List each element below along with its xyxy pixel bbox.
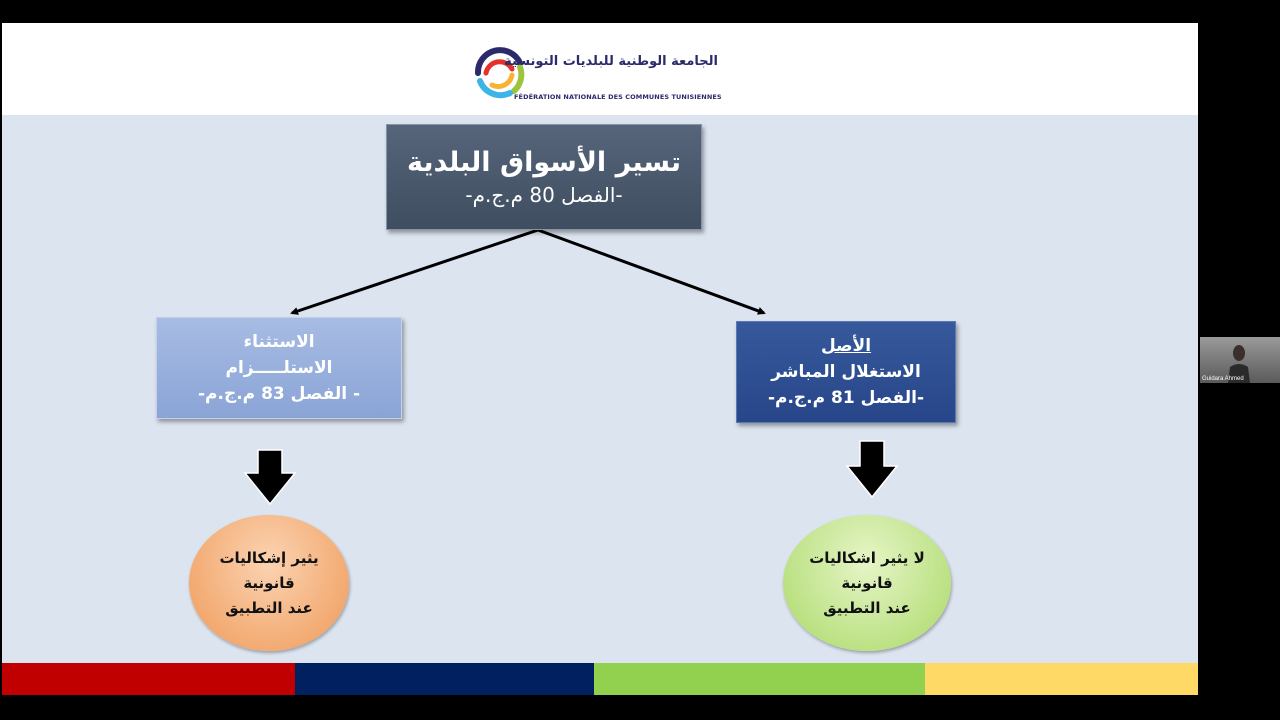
down-arrow-right-icon [845,440,899,499]
exception-line-2: الاستلـــــزام [225,358,333,378]
down-arrow-left-icon [243,449,297,506]
arrow-to-right-box [537,228,766,315]
principle-line-2: الاستغلال المباشر [771,362,921,382]
color-bar-yellow [925,663,1198,695]
exception-line-1: الاستثناء [243,332,315,352]
legal-issues-circle: يثير إشكاليات قانونية عند التطبيق [189,515,349,651]
legal-issues-line-3: عند التطبيق [225,598,313,617]
footer-color-bar [2,663,1198,695]
participant-person-icon [1228,345,1250,383]
color-bar-red [2,663,295,695]
logo-french-text: FÉDÉRATION NATIONALE DES COMMUNES TUNISI… [514,93,722,101]
no-legal-issues-circle: لا يثير اشكاليات قانونية عند التطبيق [783,515,951,651]
legal-issues-line-2: قانونية [243,573,295,592]
main-topic-title: تسير الأسواق البلدية [407,147,682,178]
color-bar-navy [295,663,594,695]
principle-line-1: الأصل [820,336,872,356]
participant-video-tile[interactable]: Guidara Ahmed [1200,337,1280,383]
slide-header: الجامعة الوطنية للبلديات التونسية FÉDÉRA… [2,23,1198,115]
color-bar-green [594,663,925,695]
legal-issues-line-1: يثير إشكاليات [219,548,319,567]
participant-name: Guidara Ahmed [1202,376,1244,382]
logo-rings-icon [474,47,525,99]
exception-box: الاستثناء الاستلـــــزام - الفصل 83 م.ج.… [156,317,402,419]
exception-line-3: - الفصل 83 م.ج.م- [198,384,360,404]
main-topic-box: تسير الأسواق البلدية -الفصل 80 م.ج.م- [386,124,702,230]
no-legal-issues-line-3: عند التطبيق [823,598,911,617]
principle-box: الأصل الاستغلال المباشر -الفصل 81 م.ج.م- [736,321,956,423]
main-topic-subtitle: -الفصل 80 م.ج.م- [465,183,623,207]
principle-line-3: -الفصل 81 م.ج.م- [767,388,925,408]
logo-arabic-text: الجامعة الوطنية للبلديات التونسية [504,54,718,69]
federation-logo: الجامعة الوطنية للبلديات التونسية FÉDÉRA… [470,43,730,103]
connector-arrows [243,228,899,506]
no-legal-issues-line-2: قانونية [841,573,893,592]
arrow-to-left-box [290,228,539,315]
no-legal-issues-line-1: لا يثير اشكاليات [809,548,925,567]
presentation-slide: الجامعة الوطنية للبلديات التونسية FÉDÉRA… [2,23,1198,695]
